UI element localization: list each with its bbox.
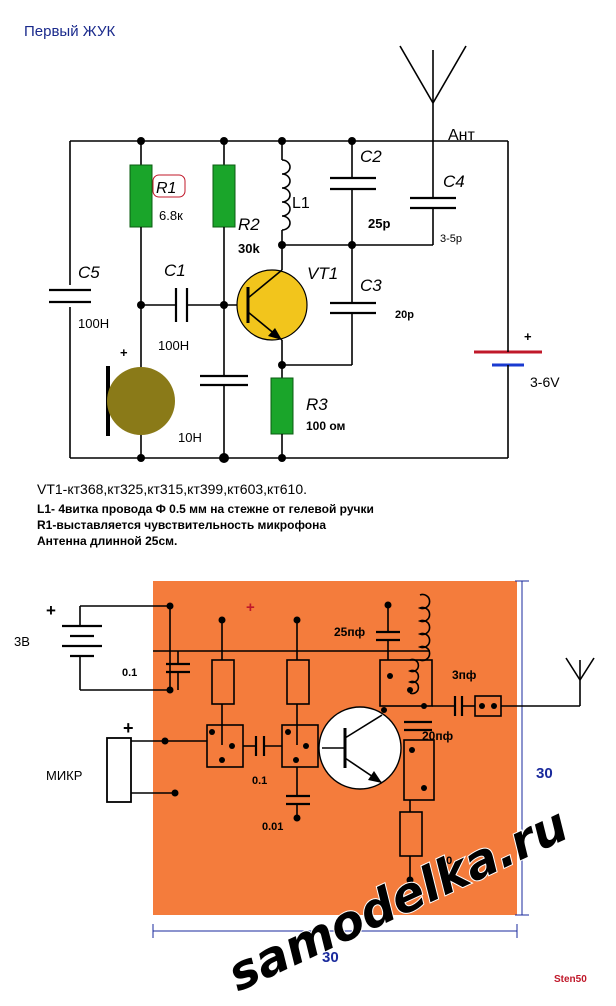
dim-bottom: 30: [322, 949, 339, 966]
c2-name: C2: [360, 147, 382, 166]
page-title: Первый ЖУК: [24, 23, 115, 40]
c6-value: 10Н: [178, 430, 202, 445]
c5-name: C5: [78, 263, 100, 282]
l1-name: L1: [292, 195, 310, 212]
c-left-value: 0.1: [122, 667, 137, 679]
pcb-board: 30 30 + 3В +: [14, 580, 595, 966]
c-coil-value: 25пф: [334, 625, 366, 639]
board-transistor: [318, 706, 402, 790]
r3-name: R3: [306, 395, 328, 414]
supply-battery: [62, 605, 170, 691]
c2-value: 25р: [368, 216, 390, 231]
c1-value: 100Н: [158, 338, 189, 353]
board-red-plus: +: [246, 599, 255, 616]
battery-symbol: [474, 340, 542, 372]
board-microphone: [106, 737, 132, 803]
c5-value: 100Н: [78, 316, 109, 331]
r2-name: R2: [238, 215, 260, 234]
schematic: Ант C5 100Н R1 6.8к + C1 100Н: [49, 45, 560, 463]
dimension-lines: [152, 580, 529, 938]
author-signature: Sten50: [554, 974, 587, 985]
antenna-label: Ант: [448, 127, 476, 144]
note-coil: L1- 4витка провода Ф 0.5 мм на стежне от…: [37, 502, 374, 516]
r-emitter-value: 60: [440, 855, 452, 867]
r1-highlight: [152, 174, 186, 198]
vt1-name: VT1: [307, 264, 338, 283]
r3-resistor: [270, 377, 294, 435]
board-pads: [161, 601, 497, 884]
c3-value: 20р: [395, 309, 414, 321]
r2-resistor: [212, 164, 236, 228]
c-fb-value: 20пф: [422, 729, 454, 743]
r1-value: 6.8к: [159, 208, 183, 223]
supply-label: 3В: [14, 634, 30, 649]
note-r1: R1-выставляется чувствительность микрофо…: [37, 518, 326, 532]
note-transistors: VT1-кт368,кт325,кт315,кт399,кт603,кт610.: [37, 481, 307, 497]
microphone-symbol: [106, 366, 175, 436]
vt1-transistor: [236, 269, 308, 341]
c-ant-value: 3пф: [452, 668, 477, 682]
note-antenna: Антенна длинной 25см.: [37, 534, 177, 548]
board-mic-plus: +: [123, 718, 134, 738]
board-mic-label: МИКР: [46, 768, 82, 783]
mic-plus: +: [120, 345, 128, 360]
c3-name: C3: [360, 276, 382, 295]
c4-value: 3-5р: [440, 233, 462, 245]
battery-value: 3-6V: [530, 374, 560, 390]
c-couple-value: 0.1: [252, 775, 267, 787]
antenna-symbol: [399, 45, 467, 141]
battery-plus: +: [524, 329, 532, 344]
r1-resistor: [129, 164, 153, 228]
dim-right: 30: [536, 765, 553, 782]
board-traces: [130, 593, 595, 880]
c1-name: C1: [164, 261, 186, 280]
l1-inductor: [281, 159, 291, 231]
c4-name: C4: [443, 172, 465, 191]
c-base-value: 0.01: [262, 821, 283, 833]
r3-value: 100 ом: [306, 419, 346, 433]
supply-plus: +: [46, 601, 56, 620]
r1-name: R1: [156, 180, 176, 197]
r2-value: 30k: [238, 241, 260, 256]
junction-dots: [137, 137, 356, 463]
c5-capacitor: [49, 285, 91, 307]
